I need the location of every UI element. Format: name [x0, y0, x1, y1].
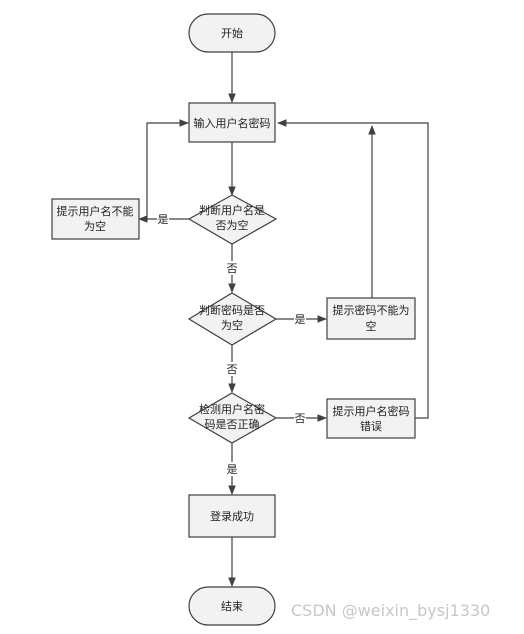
node-wrong-msg-line2: 错误 [360, 419, 382, 433]
node-user-empty-msg: 提示用户名不能 为空 [51, 198, 140, 240]
node-wrong-msg-line1: 提示用户名密码 [333, 404, 410, 418]
node-check-user-empty: 判断用户名是 否为空 [187, 194, 278, 245]
edge-label-pwd-yes: 是 [295, 313, 306, 326]
node-check-pwd-label-line1: 判断密码是否 [199, 303, 265, 317]
node-verify-label-line1: 检测用户名密 [199, 402, 265, 416]
node-start: 开始 [188, 13, 276, 53]
node-pwd-empty-msg: 提示密码不能为 空 [326, 297, 416, 340]
node-pwd-empty-msg-line2: 空 [366, 319, 377, 333]
node-check-user-label-line1: 判断用户名是 [199, 203, 265, 217]
node-input-label: 输入用户名密码 [194, 116, 271, 130]
node-user-empty-msg-line2: 为空 [84, 219, 106, 233]
node-check-user-label-line2: 否为空 [216, 218, 249, 232]
edge-wrong-msg-back-to-input [277, 119, 429, 419]
node-end: 结束 [188, 586, 276, 626]
edge-label-verify-yes: 是 [227, 463, 238, 476]
node-start-label: 开始 [221, 26, 243, 40]
node-user-empty-msg-line1: 提示用户名不能 [57, 204, 134, 218]
node-check-pwd-empty: 判断密码是否 为空 [187, 292, 278, 346]
edge-label-verify-no: 否 [295, 412, 306, 425]
node-check-pwd-label-line2: 为空 [221, 318, 243, 332]
node-verify-label-line2: 码是否正确 [205, 418, 260, 431]
node-pwd-empty-msg-line1: 提示密码不能为 [333, 303, 410, 317]
edge-label-pwd-no: 否 [227, 363, 238, 376]
edge-label-user-no: 否 [227, 262, 238, 275]
edge-labels: 是 否 是 否 否 是 [157, 212, 306, 476]
edge-user-msg-back-to-input [146, 119, 189, 219]
edge-label-user-yes: 是 [158, 213, 169, 226]
node-success: 登录成功 [188, 494, 276, 538]
node-success-label: 登录成功 [210, 509, 254, 523]
watermark-text: CSDN @weixin_bysj1330 [291, 601, 491, 620]
node-input: 输入用户名密码 [188, 102, 276, 143]
node-wrong-msg: 提示用户名密码 错误 [326, 398, 416, 439]
node-verify-credentials: 检测用户名密 码是否正确 [187, 392, 278, 444]
node-end-label: 结束 [221, 600, 243, 613]
